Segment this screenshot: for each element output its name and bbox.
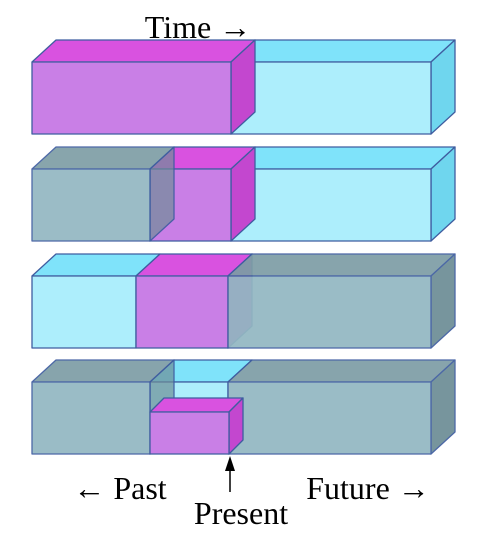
row-3-past-block (31, 253, 161, 349)
row-1-past-block (31, 39, 256, 135)
row-3-present-front (135, 275, 229, 349)
row-4-past-front (31, 381, 151, 455)
row-1-future-block (230, 39, 456, 135)
row-3-future-front (227, 275, 432, 349)
row-4 (31, 359, 456, 455)
present-marker (225, 456, 235, 492)
row-2-past-front (31, 168, 151, 242)
row-2 (31, 146, 456, 242)
present-arrow-head (225, 456, 235, 471)
row-4-future-top (227, 359, 456, 383)
time-title: Time → (145, 9, 251, 45)
future-label: Future → (306, 470, 430, 506)
row-1 (31, 39, 456, 135)
row-1-past-front (31, 61, 232, 135)
row-4-future-front (227, 381, 432, 455)
past-label: ← Past (73, 470, 166, 506)
row-4-future-block (227, 359, 456, 455)
row-4-present-front (149, 411, 230, 455)
row-1-future-top (230, 39, 456, 63)
row-3-future-top (227, 253, 456, 277)
row-3-future-block (227, 253, 456, 349)
present-label: Present (194, 495, 288, 531)
row-3 (31, 253, 456, 349)
row-3-past-front (31, 275, 137, 349)
row-2-future-block (230, 146, 456, 242)
row-4-present-top (149, 397, 244, 413)
row-2-future-top (230, 146, 456, 170)
row-1-future-front (230, 61, 432, 135)
row-2-past-block (31, 146, 175, 242)
row-4-present-block (149, 397, 244, 455)
row-2-future-front (230, 168, 432, 242)
